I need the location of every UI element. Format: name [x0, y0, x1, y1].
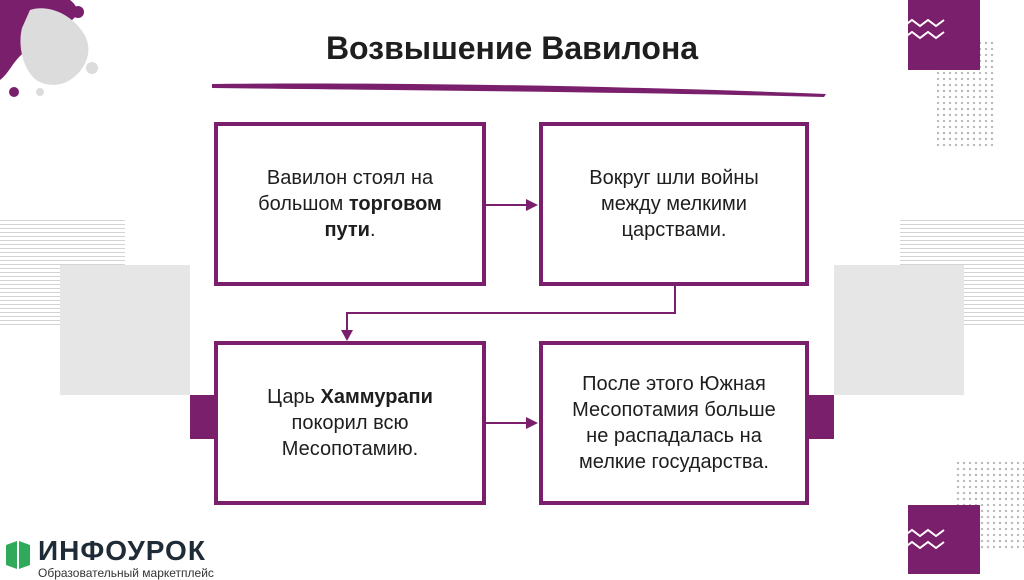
box-text-bold: Хаммурапи — [320, 386, 433, 408]
arrow-down-icon — [346, 286, 676, 334]
box-text-run: Царь — [267, 386, 321, 408]
info-box-4: После этого Южная Месопотамия больше не … — [539, 341, 809, 505]
gray-block — [834, 265, 964, 395]
box-text-run: Вавилон стоял на большом — [258, 167, 434, 215]
info-box-3: Царь Хаммурапи покорил всю Месопотамию. — [214, 341, 486, 505]
box-text-run: Вокруг шли войны между мелкими царствами… — [589, 167, 759, 241]
zigzag-decoration — [887, 528, 945, 550]
box-text-run: . — [369, 219, 376, 241]
logo-name: ИНФОУРОК — [38, 535, 206, 566]
info-box-2: Вокруг шли войны между мелкими царствами… — [539, 122, 809, 286]
box-text-run: покорил всю Месопотамию. — [281, 412, 419, 460]
logo: ИНФОУРОК Образовательный маркетплейс — [4, 535, 244, 580]
box-text: Царь Хаммурапи покорил всю Месопотамию. — [236, 384, 464, 462]
square-decoration — [908, 0, 980, 70]
square-decoration — [908, 505, 980, 574]
title-underline — [212, 83, 826, 97]
box-text: Вавилон стоял на большом торговом пути. — [236, 165, 464, 243]
info-box-1: Вавилон стоял на большом торговом пути. — [214, 122, 486, 286]
box-text-run: После этого Южная Месопотамия больше не … — [572, 373, 776, 473]
zigzag-decoration — [887, 18, 945, 40]
infourok-logo-icon — [6, 541, 30, 569]
gray-block — [60, 265, 190, 395]
logo-tagline: Образовательный маркетплейс — [38, 566, 214, 580]
page-title: Возвышение Вавилона — [325, 30, 699, 66]
box-text: Вокруг шли войны между мелкими царствами… — [561, 165, 787, 243]
box-text: После этого Южная Месопотамия больше не … — [561, 371, 787, 475]
box-text-bold: торговом пути — [324, 193, 442, 241]
splash-decoration — [0, 0, 98, 97]
